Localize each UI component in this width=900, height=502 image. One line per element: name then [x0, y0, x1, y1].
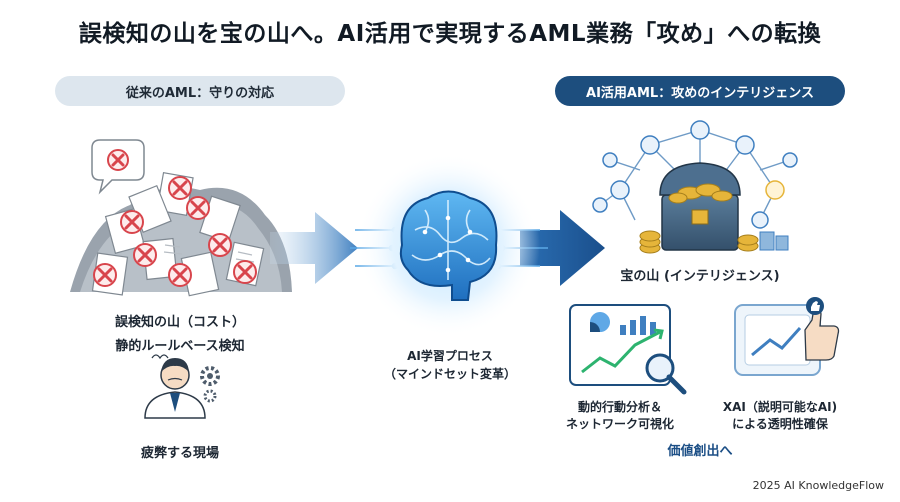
error-x-icon — [168, 263, 192, 287]
analytics-caption-2: ネットワーク可視化 — [565, 417, 674, 431]
treasure-caption: 宝の山 (インテリジェンス) — [620, 269, 780, 284]
page-title: 誤検知の山を宝の山へ。AI活用で実現するAML業務「攻め」への転換 — [78, 21, 822, 47]
section-pill-traditional: 従来のAML：守りの対応 — [55, 76, 345, 106]
analytics-dashboard-icon — [569, 304, 671, 386]
thumbs-up-icon — [804, 297, 840, 361]
alert-bubble-icon — [91, 139, 145, 195]
analytics-caption-1: 動的行動分析＆ — [577, 400, 662, 414]
false-positive-caption: 誤検知の山（コスト） — [114, 315, 245, 330]
section-pill-ai: AI活用AML：攻めのインテリジェンス — [555, 76, 845, 106]
ai-brain-icon — [356, 153, 540, 337]
xai-caption-2: による透明性確保 — [732, 417, 828, 431]
error-x-icon — [233, 260, 257, 284]
xai-screen-icon — [734, 304, 821, 376]
value-caption: 価値創出へ — [667, 444, 733, 459]
error-x-icon — [133, 243, 157, 267]
error-x-icon — [168, 176, 192, 200]
mindset-caption: （マインドセット変革） — [383, 367, 516, 381]
false-positive-pile — [70, 139, 292, 297]
static-rule-caption: 静的ルールベース検知 — [115, 339, 245, 354]
treasure-chest-icon — [639, 162, 789, 254]
footer-credit: 2025 AI KnowledgeFlow — [752, 479, 884, 492]
xai-caption-1: XAI（説明可能なAI) — [722, 400, 838, 414]
error-x-icon — [93, 263, 117, 287]
tired-worker-icon — [144, 354, 206, 419]
ai-learning-caption: AI学習プロセス — [407, 349, 493, 363]
gear-icon — [200, 366, 220, 403]
crypto-node-icons — [592, 120, 798, 229]
error-x-icon — [208, 233, 232, 257]
transition-arrow-right — [520, 210, 605, 286]
transition-arrow-left — [270, 212, 358, 284]
error-x-icon — [186, 196, 210, 220]
network-links — [599, 129, 791, 221]
magnifier-icon — [645, 353, 687, 395]
worker-caption: 疲弊する現場 — [140, 446, 219, 461]
error-x-icon — [120, 210, 144, 234]
